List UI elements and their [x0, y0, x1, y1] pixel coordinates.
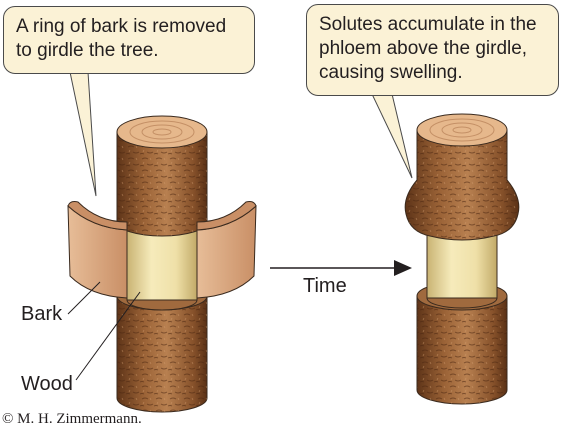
time-label: Time: [303, 275, 347, 297]
wood-leader-line: [75, 291, 141, 381]
right-callout-line-2: phloem above the girdle,: [319, 38, 528, 59]
bark-leader-line: [67, 281, 101, 315]
peeled-bark-right: [196, 201, 257, 299]
right-callout-tail: [371, 93, 413, 179]
left-lower-trunk: [116, 281, 208, 413]
left-callout-line-2: to girdle the tree.: [16, 40, 159, 61]
wood-label: Wood: [21, 373, 73, 395]
right-callout: Solutes accumulate in the phloem above t…: [306, 4, 559, 96]
right-swollen-trunk: [404, 113, 520, 241]
right-callout-line-3: causing swelling.: [319, 62, 463, 83]
left-wood-core: [126, 227, 198, 311]
credit-line: © M. H. Zimmermann.: [2, 411, 142, 427]
right-wood-core: [426, 231, 498, 309]
left-callout: A ring of bark is removed to girdle the …: [3, 6, 255, 74]
time-arrow: [270, 260, 412, 276]
bark-label: Bark: [21, 303, 63, 325]
left-callout-tail: [69, 71, 97, 197]
left-callout-line-1: A ring of bark is removed: [16, 16, 227, 37]
right-lower-trunk: [416, 281, 508, 405]
left-upper-trunk: [116, 115, 208, 237]
right-callout-line-1: Solutes accumulate in the: [319, 14, 537, 35]
peeled-bark-left: [67, 201, 128, 299]
